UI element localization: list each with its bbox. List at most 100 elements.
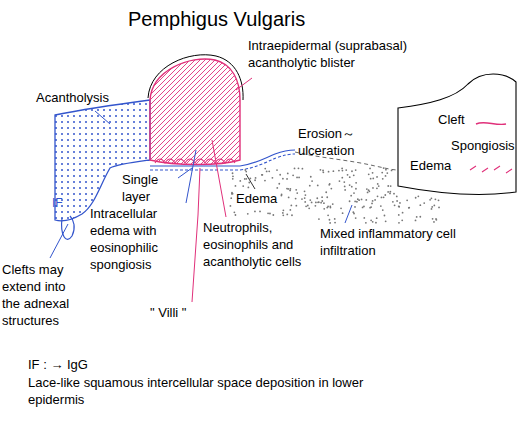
cell-dot bbox=[351, 186, 353, 188]
cell-dot bbox=[341, 177, 343, 179]
cell-dot bbox=[341, 168, 343, 170]
annotation-label: " Villi " bbox=[150, 305, 186, 322]
cell-dot bbox=[431, 206, 433, 208]
adnexal-structure bbox=[62, 216, 75, 239]
cell-dot bbox=[328, 184, 330, 186]
cell-dot bbox=[415, 220, 417, 222]
cell-dot bbox=[419, 204, 421, 206]
cell-dot bbox=[320, 169, 322, 171]
cell-dot bbox=[370, 219, 372, 221]
cell-dot bbox=[247, 187, 249, 189]
annotation-label: Single layer bbox=[122, 172, 178, 206]
cell-dot bbox=[433, 205, 435, 207]
cell-dot bbox=[327, 214, 329, 216]
spongiosis-marks bbox=[470, 166, 512, 173]
cell-dot bbox=[382, 178, 384, 180]
leader-line bbox=[345, 205, 352, 223]
cell-dot bbox=[289, 188, 291, 190]
annotation-label: Edema bbox=[410, 158, 451, 175]
suprabasal-blister bbox=[150, 59, 240, 164]
cell-dot bbox=[321, 196, 323, 198]
cell-dot bbox=[376, 187, 378, 189]
cell-dot bbox=[232, 193, 234, 195]
leader-line bbox=[178, 168, 192, 178]
cell-dot bbox=[408, 207, 410, 209]
blister-roof bbox=[148, 55, 243, 100]
cell-dot bbox=[325, 191, 327, 193]
cell-dot bbox=[235, 185, 237, 187]
basal-single-layer bbox=[150, 150, 295, 166]
cell-dot bbox=[396, 196, 398, 198]
cell-dot bbox=[248, 182, 250, 184]
cell-dot bbox=[334, 222, 336, 224]
cell-dot bbox=[340, 207, 342, 209]
cell-dot bbox=[326, 196, 328, 198]
cell-dot bbox=[365, 222, 367, 224]
basal-single-layer bbox=[150, 154, 295, 170]
cell-dot bbox=[298, 177, 300, 179]
cell-dot bbox=[385, 175, 387, 177]
cell-dot bbox=[358, 199, 360, 201]
leader-line bbox=[236, 78, 252, 90]
cell-dot bbox=[276, 187, 278, 189]
cell-dot bbox=[363, 217, 365, 219]
cell-dot bbox=[386, 172, 388, 174]
cell-dot bbox=[353, 174, 355, 176]
cell-dot bbox=[332, 203, 334, 205]
cell-dot bbox=[355, 169, 357, 171]
cell-dot bbox=[304, 194, 306, 196]
cell-dot bbox=[287, 173, 289, 175]
cell-dot bbox=[339, 180, 341, 182]
cell-dot bbox=[382, 209, 384, 211]
cell-dot bbox=[231, 192, 233, 194]
cell-dot bbox=[296, 176, 298, 178]
cell-dot bbox=[399, 202, 401, 204]
cell-dot bbox=[390, 185, 392, 187]
cell-dot bbox=[378, 185, 380, 187]
cell-dot bbox=[292, 174, 294, 176]
cell-dot bbox=[363, 206, 365, 208]
cell-dot bbox=[328, 171, 330, 173]
cell-dot bbox=[310, 176, 312, 178]
cell-dot bbox=[295, 205, 297, 207]
cell-dot bbox=[282, 209, 284, 211]
cell-dot bbox=[289, 209, 291, 211]
cell-dot bbox=[438, 207, 440, 209]
cell-dot bbox=[317, 201, 319, 203]
villi bbox=[155, 159, 235, 163]
cleft-line bbox=[476, 123, 506, 125]
cell-dot bbox=[338, 170, 340, 172]
cell-dot bbox=[344, 189, 346, 191]
cell-dot bbox=[282, 214, 284, 216]
cell-dot bbox=[370, 206, 372, 208]
annotation-label: Intracellular edema with eosinophilic sp… bbox=[90, 206, 185, 274]
annotation-label: Intraepidermal (suprabasal) acantholytic… bbox=[248, 38, 418, 72]
cell-dot bbox=[342, 170, 344, 172]
cell-dot bbox=[393, 193, 395, 195]
cell-dot bbox=[309, 199, 311, 201]
cell-dot bbox=[326, 207, 328, 209]
cell-dot bbox=[347, 174, 349, 176]
cell-dot bbox=[385, 220, 387, 222]
leader-line bbox=[95, 111, 110, 124]
cell-dot bbox=[434, 198, 436, 200]
cell-dot bbox=[308, 207, 310, 209]
cell-dot bbox=[376, 176, 378, 178]
cell-dot bbox=[320, 202, 322, 204]
cell-dot bbox=[286, 188, 288, 190]
cell-dot bbox=[387, 185, 389, 187]
cell-dot bbox=[372, 172, 374, 174]
cell-dot bbox=[323, 202, 325, 204]
cell-dot bbox=[286, 178, 288, 180]
cell-dot bbox=[396, 200, 398, 202]
leader-line bbox=[246, 174, 255, 189]
cell-dot bbox=[290, 205, 292, 207]
cell-dot bbox=[394, 204, 396, 206]
cell-dot bbox=[383, 167, 385, 169]
cell-dot bbox=[381, 172, 383, 174]
cell-dot bbox=[230, 205, 232, 207]
cell-dot bbox=[369, 168, 371, 170]
cell-dot bbox=[267, 212, 269, 214]
cell-dot bbox=[316, 197, 318, 199]
